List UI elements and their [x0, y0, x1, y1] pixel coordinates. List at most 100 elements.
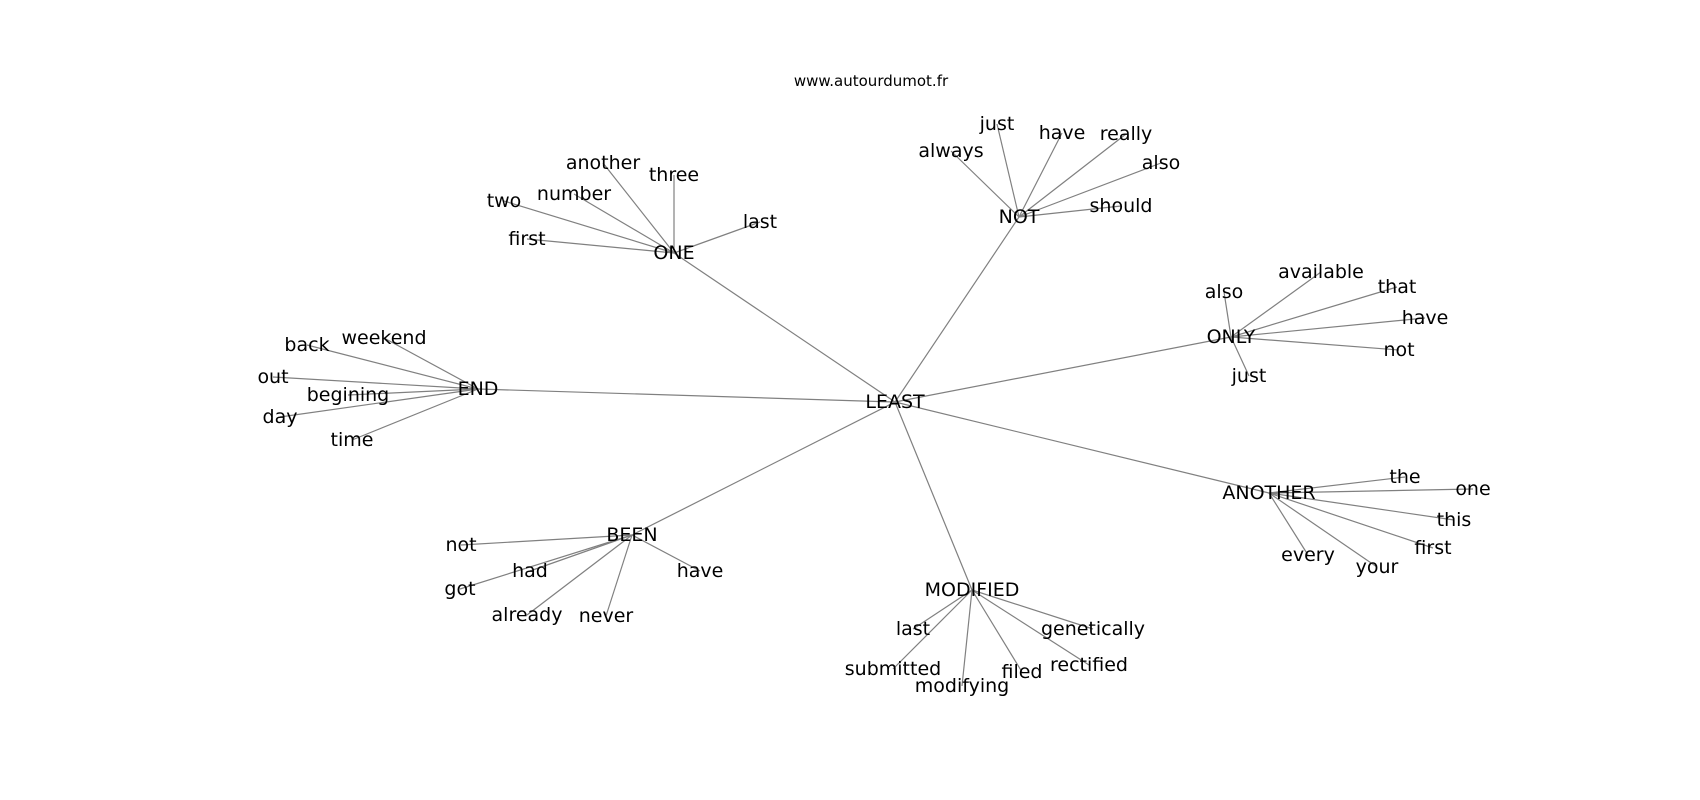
leaf-node: just	[1231, 365, 1267, 387]
edge-hub-to-leaf	[971, 589, 1023, 673]
edge-hub-to-leaf	[1018, 162, 1162, 218]
leaf-node: not	[445, 534, 476, 556]
edge-hub-to-leaf	[1268, 492, 1434, 549]
edge-hub-to-leaf	[1230, 336, 1250, 377]
leaf-node: got	[444, 578, 475, 600]
leaf-node: back	[284, 334, 329, 356]
edge-hub-to-leaf	[383, 337, 479, 390]
edge-hub-to-leaf	[971, 589, 1094, 630]
leaf-node: already	[492, 604, 563, 626]
hub-node: NOT	[999, 206, 1040, 228]
edge-center-to-hub	[894, 401, 1270, 494]
leaf-node: last	[743, 211, 777, 233]
leaf-node: number	[537, 183, 611, 205]
leaf-node: first	[508, 228, 545, 250]
edge-hub-to-leaf	[602, 162, 675, 254]
leaf-node: that	[1378, 276, 1417, 298]
edge-hub-to-leaf	[1268, 492, 1309, 556]
hub-node: ONLY	[1207, 326, 1256, 348]
leaf-node: just	[979, 113, 1015, 135]
leaf-node: two	[487, 190, 522, 212]
edge-hub-to-leaf	[996, 123, 1020, 218]
leaf-node: really	[1100, 123, 1153, 145]
leaf-node: begining	[307, 384, 390, 406]
leaf-node: available	[1278, 261, 1364, 283]
leaf-node: filed	[1002, 661, 1043, 683]
graph-nodes: LEAST ONE another three two number last first NO…	[257, 113, 1490, 697]
edge-center-to-hub	[673, 252, 896, 403]
edge-hub-to-leaf	[912, 589, 973, 630]
edge-hub-to-leaf	[1230, 271, 1322, 338]
leaf-node: had	[512, 560, 548, 582]
edge-hub-to-leaf	[1268, 476, 1406, 494]
edge-hub-to-leaf	[526, 534, 633, 616]
edge-hub-to-leaf	[961, 589, 973, 687]
leaf-node: day	[263, 406, 298, 428]
edge-hub-to-leaf	[1230, 336, 1400, 351]
graph-edges	[272, 123, 1474, 687]
leaf-node: modifying	[915, 675, 1009, 697]
center-node: LEAST	[865, 391, 925, 413]
leaf-node: your	[1356, 556, 1399, 578]
edge-hub-to-leaf	[460, 534, 633, 546]
leaf-node: three	[649, 164, 699, 186]
edge-hub-to-leaf	[1223, 291, 1232, 338]
leaf-node: last	[896, 618, 930, 640]
leaf-node: another	[566, 152, 640, 174]
leaf-node: genetically	[1041, 618, 1145, 640]
leaf-node: submitted	[845, 658, 941, 680]
edge-hub-to-leaf	[605, 534, 633, 617]
edge-hub-to-leaf	[950, 150, 1020, 218]
edge-hub-to-leaf	[1230, 317, 1426, 338]
hub-node: END	[458, 378, 499, 400]
hub-node: MODIFIED	[925, 579, 1020, 601]
edge-hub-to-leaf	[529, 534, 633, 572]
edge-center-to-hub	[894, 216, 1020, 403]
leaf-node: one	[1455, 478, 1490, 500]
source-label: www.autourdumot.fr	[793, 72, 949, 90]
leaf-node: every	[1281, 544, 1335, 566]
edge-hub-to-leaf	[272, 376, 479, 390]
edge-hub-to-leaf	[1268, 488, 1474, 494]
leaf-node: also	[1142, 152, 1180, 174]
edge-hub-to-leaf	[1268, 492, 1455, 521]
leaf-node: out	[257, 366, 288, 388]
edge-hub-to-leaf	[526, 238, 675, 254]
leaf-node: time	[331, 429, 374, 451]
leaf-node: have	[677, 560, 724, 582]
leaf-node: never	[579, 605, 634, 627]
leaf-node: rectified	[1050, 654, 1128, 676]
edge-hub-to-leaf	[631, 534, 701, 572]
edge-center-to-hub	[631, 401, 896, 536]
hub-node: ONE	[653, 242, 694, 264]
hub-node: ANOTHER	[1222, 482, 1315, 504]
edge-hub-to-leaf	[1230, 286, 1398, 338]
edge-hub-to-leaf	[503, 200, 675, 254]
edge-center-to-hub	[477, 388, 896, 403]
leaf-node: always	[918, 140, 983, 162]
leaf-node: first	[1414, 537, 1451, 559]
leaf-node: not	[1383, 339, 1414, 361]
edge-center-to-hub	[894, 336, 1232, 403]
edge-hub-to-leaf	[673, 221, 761, 254]
edge-hub-to-leaf	[1018, 132, 1063, 218]
edge-hub-to-leaf	[351, 388, 479, 441]
edge-center-to-hub	[894, 401, 973, 591]
leaf-node: have	[1402, 307, 1449, 329]
leaf-node: the	[1389, 466, 1420, 488]
edge-hub-to-leaf	[1018, 133, 1127, 218]
edge-hub-to-leaf	[459, 534, 633, 590]
edge-hub-to-leaf	[347, 388, 479, 396]
leaf-node: this	[1437, 509, 1472, 531]
edge-hub-to-leaf	[1268, 492, 1378, 568]
hub-node: BEEN	[606, 524, 657, 546]
leaf-node: have	[1039, 122, 1086, 144]
leaf-node: should	[1090, 195, 1153, 217]
edge-hub-to-leaf	[573, 193, 675, 254]
edge-hub-to-leaf	[306, 344, 479, 390]
edge-hub-to-leaf	[1018, 205, 1122, 218]
edge-hub-to-leaf	[279, 388, 479, 418]
leaf-node: also	[1205, 281, 1243, 303]
edge-hub-to-leaf	[971, 589, 1090, 666]
